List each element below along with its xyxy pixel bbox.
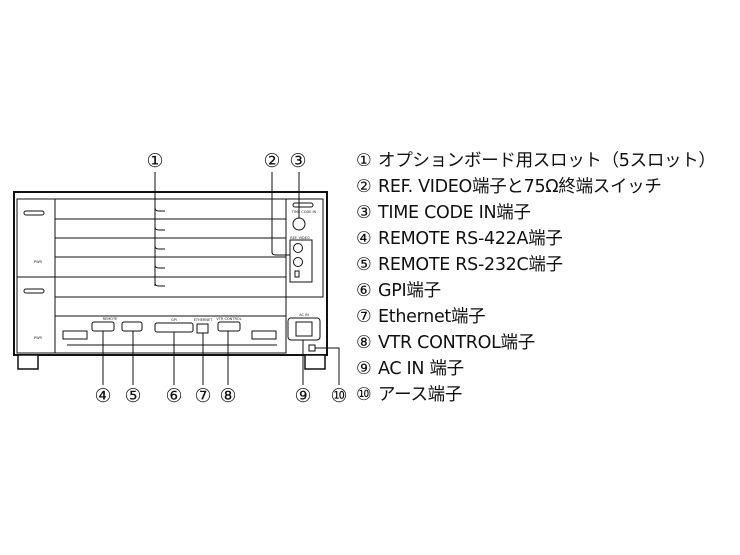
legend-item: ③ TIME CODE IN端子: [356, 200, 716, 226]
label-ref-video: REF. VIDEO: [290, 236, 310, 240]
legend-text: アース端子: [378, 385, 463, 405]
legend-text: GPI端子: [378, 281, 441, 301]
callout-3: ③: [289, 150, 306, 172]
label-vtr-control: VTR CONTROL: [216, 317, 241, 321]
callout-9: ⑨: [294, 385, 311, 407]
callout-1: ①: [146, 150, 163, 172]
legend-num: ③: [356, 203, 372, 223]
callout-6: ⑥: [165, 385, 182, 407]
remote-422-connector: [91, 321, 115, 332]
callout-5: ⑤: [124, 385, 141, 407]
termination-switch: [294, 270, 300, 278]
slot-area: [54, 198, 287, 354]
label-pwr-2: PWR: [34, 336, 43, 340]
reference-panel: [285, 198, 324, 298]
time-code-connector: [292, 217, 306, 231]
ac-inlet: [287, 317, 321, 341]
legend-item: ⑥ GPI端子: [356, 278, 716, 304]
ref-video-bnc-1: [293, 243, 303, 253]
legend-text: REF. VIDEO端子と75Ω終端スイッチ: [378, 177, 662, 197]
legend-item: ⑨ AC IN 端子: [356, 356, 716, 382]
label-time-code: TIME CODE IN: [291, 210, 317, 214]
legend-item: ④ REMOTE RS-422A端子: [356, 226, 716, 252]
legend-num: ⑨: [356, 359, 372, 379]
label-pwr-1: PWR: [34, 260, 43, 264]
legend-text: AC IN 端子: [378, 359, 464, 379]
callout-10: ⑩: [330, 385, 347, 407]
legend-text: VTR CONTROL端子: [378, 333, 535, 353]
ref-video-bnc-2: [293, 257, 303, 267]
callout-7: ⑦: [194, 385, 211, 407]
legend-text: オプションボード用スロット（5スロット）: [378, 151, 716, 171]
legend-num: ⑤: [356, 255, 372, 275]
ground-terminal: [308, 344, 316, 352]
label-gpi: GPI: [171, 318, 177, 322]
callout-2: ②: [263, 150, 280, 172]
legend-num: ④: [356, 229, 372, 249]
legend-item: ① オプションボード用スロット（5スロット）: [356, 148, 716, 174]
vtr-control-connector: [217, 321, 241, 332]
legend-item: ⑦ Ethernet端子: [356, 304, 716, 330]
legend-text: REMOTE RS-232C端子: [378, 255, 563, 275]
power-module-2: [16, 276, 56, 354]
legend-num: ②: [356, 177, 372, 197]
ethernet-port: [196, 323, 209, 334]
legend-text: TIME CODE IN端子: [378, 203, 531, 223]
legend-num: ⑩: [356, 385, 372, 405]
legend-num: ①: [356, 151, 372, 171]
remote-232-connector: [121, 321, 143, 332]
legend-item: ⑤ REMOTE RS-232C端子: [356, 252, 716, 278]
legend-num: ⑦: [356, 307, 372, 327]
legend-text: Ethernet端子: [378, 307, 486, 327]
legend-text: REMOTE RS-422A端子: [378, 229, 563, 249]
legend-item: ⑧ VTR CONTROL端子: [356, 330, 716, 356]
legend-item: ⑩ アース端子: [356, 382, 716, 408]
label-remote: REMOTE: [103, 317, 118, 321]
callout-8: ⑧: [219, 385, 236, 407]
foot-right: [304, 354, 326, 370]
label-ac-in: AC IN: [299, 313, 309, 317]
foot-left: [17, 354, 39, 370]
legend: ① オプションボード用スロット（5スロット） ② REF. VIDEO端子と75Ω終…: [356, 148, 716, 408]
gpi-connector: [154, 322, 194, 333]
legend-item: ② REF. VIDEO端子と75Ω終端スイッチ: [356, 174, 716, 200]
legend-num: ⑥: [356, 281, 372, 301]
legend-num: ⑧: [356, 333, 372, 353]
chassis-frame: [13, 191, 328, 356]
label-ethernet: ETHERNET: [194, 318, 213, 322]
callout-4: ④: [94, 385, 111, 407]
